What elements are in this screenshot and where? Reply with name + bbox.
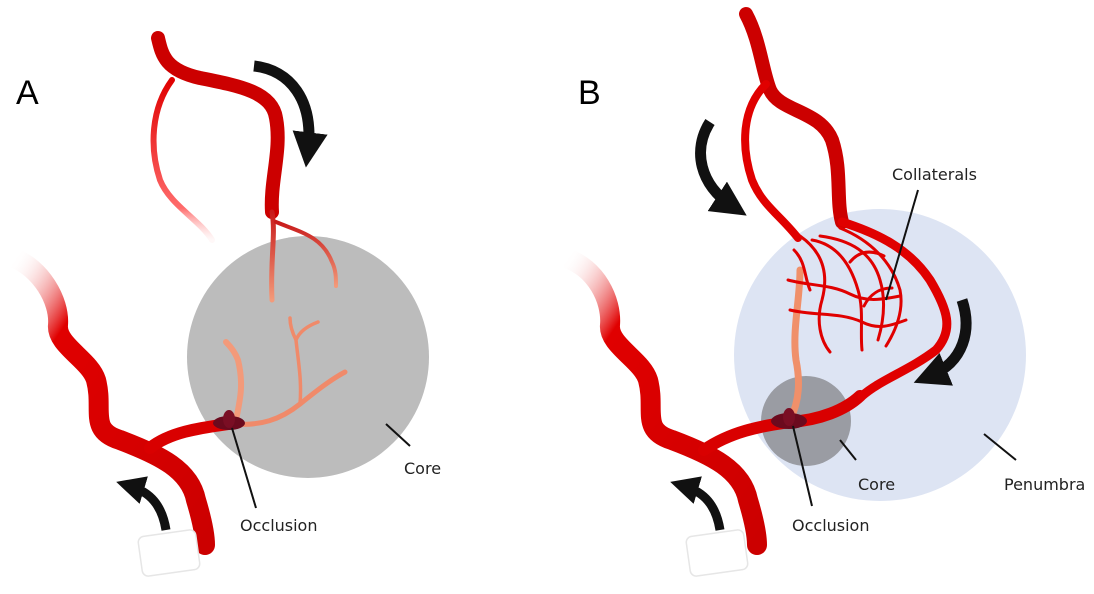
panel-a: A Core Occlusion bbox=[14, 38, 441, 577]
neck-box-a bbox=[137, 529, 200, 577]
flow-arrow-a-bottom bbox=[130, 486, 166, 530]
penumbra-label: Penumbra bbox=[1004, 475, 1085, 494]
flow-arrow-b-bottom bbox=[684, 486, 720, 530]
upper-branch-a-1 bbox=[272, 212, 274, 300]
upper-loop-a bbox=[154, 80, 212, 240]
collaterals-label: Collaterals bbox=[892, 165, 977, 184]
main-artery-a bbox=[14, 258, 205, 545]
core-label-a: Core bbox=[404, 459, 441, 478]
panel-a-letter: A bbox=[16, 74, 39, 112]
flow-arrow-b-left bbox=[701, 122, 732, 206]
panel-b: B bbox=[566, 14, 1085, 577]
occlusion-a-lobe bbox=[223, 410, 235, 428]
neck-box-b bbox=[685, 529, 748, 577]
core-region-a bbox=[187, 236, 429, 478]
occlusion-label-a: Occlusion bbox=[240, 516, 317, 535]
panel-b-letter: B bbox=[578, 74, 601, 112]
occlusion-label-b: Occlusion bbox=[792, 516, 869, 535]
core-label-b: Core bbox=[858, 475, 895, 494]
occlusion-b-lobe bbox=[783, 408, 795, 426]
mca-branch-a bbox=[150, 424, 228, 448]
main-artery-b bbox=[566, 258, 757, 545]
